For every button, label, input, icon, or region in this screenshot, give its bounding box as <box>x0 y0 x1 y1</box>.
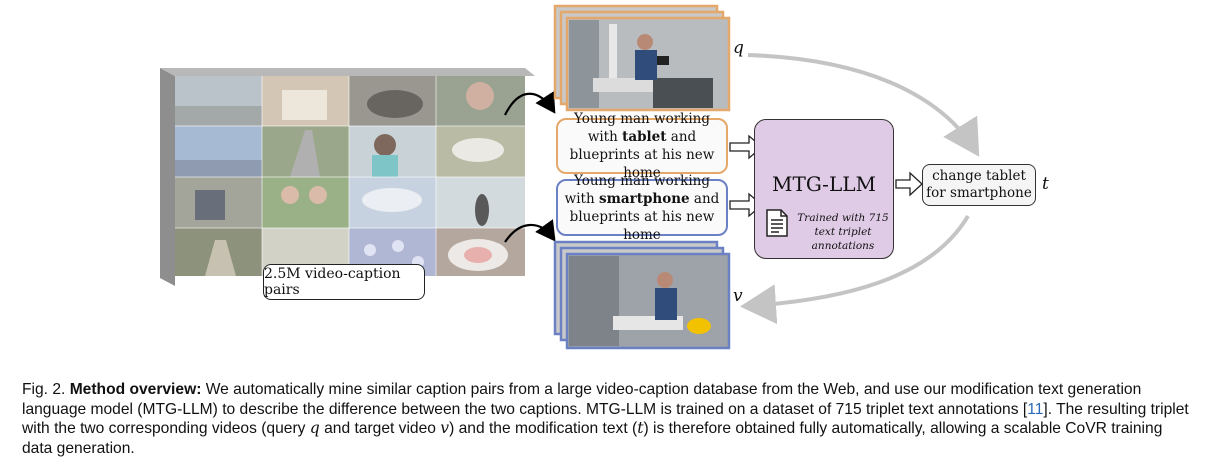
caption-title: Method overview: <box>69 381 202 398</box>
query-video-stack <box>553 4 731 112</box>
database-label: 2.5M video-caption pairs <box>263 264 425 300</box>
query-caption-text: Young man working with tablet and bluepr… <box>569 111 715 181</box>
target-caption-box: Young man working with smartphone and bl… <box>556 173 728 243</box>
modification-text: change tablet for smartphone <box>926 168 1032 201</box>
mtg-llm-box: MTG-LLM Trained with 715 text triplet an… <box>754 119 894 259</box>
grid-lines <box>175 76 525 276</box>
model-name: MTG-LLM <box>772 172 876 196</box>
arrow-to-query-video <box>504 91 556 116</box>
database-top-face <box>160 68 535 76</box>
document-icon <box>766 209 788 237</box>
block-arrow-model-output <box>895 171 923 197</box>
target-caption-text: Young man working with smartphone and bl… <box>564 172 720 243</box>
figure-caption: Fig. 2. Method overview: We automaticall… <box>22 381 1189 457</box>
query-caption-box: Young man working with tablet and bluepr… <box>556 111 728 181</box>
database-side-face <box>160 68 175 286</box>
text-symbol: t <box>1042 174 1049 194</box>
arrow-to-target-video <box>504 219 556 243</box>
arrow-text-to-target <box>740 214 970 325</box>
modification-text-box: change tablet for smartphone <box>922 164 1036 206</box>
thumbnail-couple-park <box>262 177 349 228</box>
query-symbol: q <box>733 38 744 58</box>
method-overview-figure: 2.5M video-caption pairs <box>160 4 1049 350</box>
model-note: Trained with 715 text triplet annotation… <box>797 212 889 252</box>
target-caption-highlight: smartphone <box>598 190 690 207</box>
caption-prefix: Fig. 2. <box>22 381 66 398</box>
target-video-frame <box>565 252 731 350</box>
citation-link[interactable]: 11 <box>1027 400 1044 418</box>
target-video-stack <box>553 240 731 350</box>
query-caption-highlight: tablet <box>622 129 667 145</box>
arrow-query-to-text <box>747 53 980 157</box>
query-video-frame <box>565 16 731 112</box>
target-symbol: v <box>733 286 743 306</box>
